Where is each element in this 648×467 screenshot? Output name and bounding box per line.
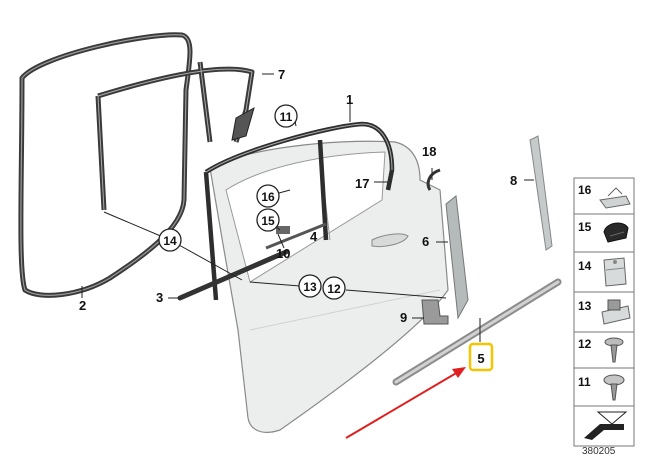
callouts: 7 1 2 3 4 6 8 9 10 17 18 bbox=[79, 67, 517, 325]
callout-5[interactable]: 5 bbox=[477, 351, 484, 366]
pillar-cover[interactable] bbox=[445, 195, 469, 320]
callout-17[interactable]: 17 bbox=[355, 176, 369, 191]
door-handle bbox=[371, 233, 409, 247]
fastener-legend bbox=[573, 177, 635, 447]
corner-piece bbox=[231, 106, 255, 141]
callout-9[interactable]: 9 bbox=[400, 310, 407, 325]
callout-4[interactable]: 4 bbox=[310, 229, 318, 244]
flat-head-screw-icon bbox=[603, 374, 625, 401]
legend-14[interactable]: 14 bbox=[578, 259, 592, 273]
legend-numbers: 16 15 14 13 12 11 bbox=[578, 183, 592, 389]
red-pointer-arrow bbox=[345, 367, 466, 439]
clip-icon bbox=[599, 187, 631, 209]
bracket[interactable] bbox=[421, 299, 449, 325]
legend-11[interactable]: 11 bbox=[578, 375, 591, 389]
circled-callouts: 11 14 16 15 13 12 bbox=[158, 104, 346, 300]
diagram-id: 380205 bbox=[582, 446, 616, 457]
callout-10[interactable]: 10 bbox=[276, 246, 290, 261]
door-seal[interactable] bbox=[18, 32, 193, 298]
callout-3[interactable]: 3 bbox=[156, 290, 163, 305]
callout-14[interactable]: 14 bbox=[163, 234, 177, 248]
legend-12[interactable]: 12 bbox=[578, 337, 592, 351]
b-pillar-strip[interactable] bbox=[529, 135, 553, 251]
legend-16[interactable]: 16 bbox=[578, 183, 592, 197]
small-clip bbox=[276, 226, 290, 234]
callout-6[interactable]: 6 bbox=[422, 234, 429, 249]
bracket-clip-icon bbox=[603, 257, 627, 287]
legend-15[interactable]: 15 bbox=[578, 220, 592, 234]
bracket-section-icon bbox=[584, 411, 628, 440]
guide-rail bbox=[265, 222, 327, 250]
grommet-nut-icon bbox=[601, 299, 631, 325]
callout-12[interactable]: 12 bbox=[327, 282, 341, 296]
highlight-box bbox=[468, 342, 494, 372]
small-seal bbox=[426, 168, 441, 191]
screw-icon bbox=[604, 337, 624, 363]
callout-16[interactable]: 16 bbox=[261, 190, 275, 204]
callout-15[interactable]: 15 bbox=[261, 214, 275, 228]
callout-13[interactable]: 13 bbox=[303, 280, 317, 294]
callout-8[interactable]: 8 bbox=[510, 173, 517, 188]
callout-18[interactable]: 18 bbox=[422, 144, 436, 159]
legend-13[interactable]: 13 bbox=[578, 299, 592, 313]
rubber-stopper-icon bbox=[603, 222, 629, 243]
callout-7[interactable]: 7 bbox=[278, 67, 285, 82]
callout-1[interactable]: 1 bbox=[346, 92, 353, 107]
callout-11[interactable]: 11 bbox=[280, 110, 293, 124]
callout-2[interactable]: 2 bbox=[79, 298, 86, 313]
